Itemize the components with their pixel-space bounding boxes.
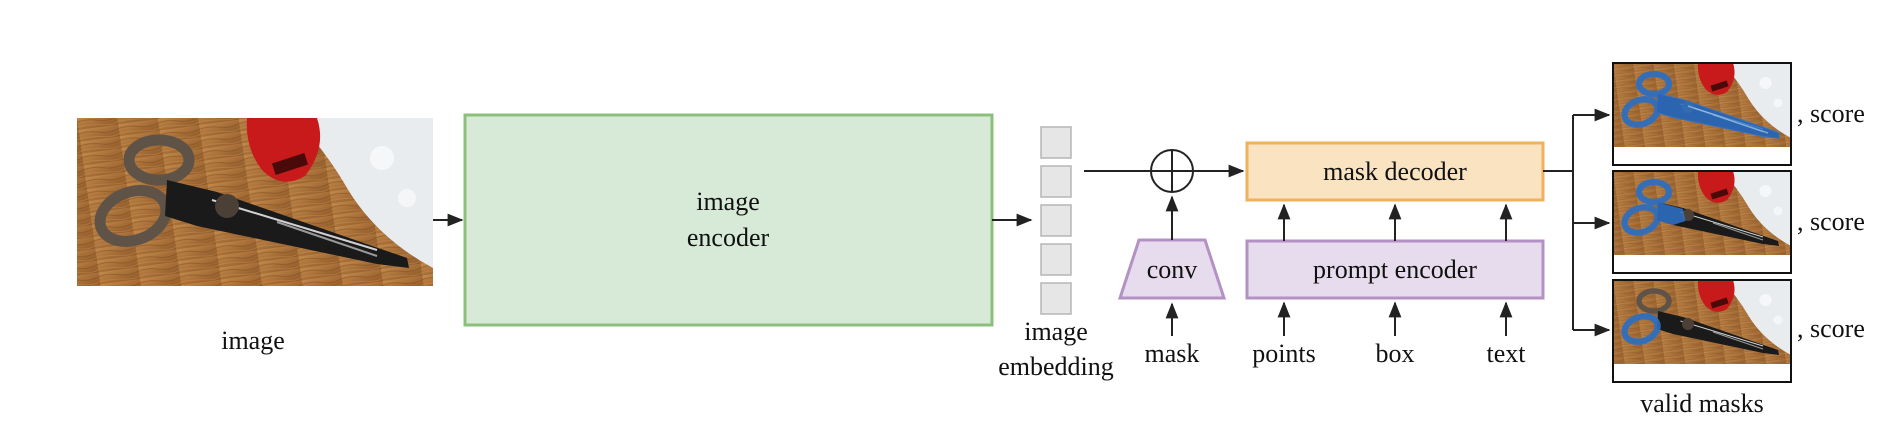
mask-decoder-label: mask decoder xyxy=(1323,157,1467,186)
image-embedding-stack xyxy=(1040,126,1072,315)
embedding-label-1: image xyxy=(1024,317,1088,346)
output-mask-2 xyxy=(1612,170,1792,274)
text-label: text xyxy=(1487,339,1527,368)
points-label: points xyxy=(1252,339,1316,368)
output-mask-1 xyxy=(1612,62,1792,166)
score-label-3: , score xyxy=(1797,314,1865,343)
score-label-2: , score xyxy=(1797,207,1865,236)
box-label: box xyxy=(1376,339,1415,368)
valid-masks-label: valid masks xyxy=(1640,389,1764,418)
input-image-label: image xyxy=(221,326,285,355)
prompt-encoder-label: prompt encoder xyxy=(1313,255,1477,284)
circle-plus-icon xyxy=(1150,149,1194,193)
image-encoder-label-1: image xyxy=(696,187,760,216)
embedding-label-2: embedding xyxy=(998,352,1114,381)
input-image xyxy=(77,118,433,286)
image-encoder-label-2: encoder xyxy=(687,223,770,252)
score-label-1: , score xyxy=(1797,99,1865,128)
mask-input-label: mask xyxy=(1145,339,1200,368)
image-encoder-block xyxy=(463,113,994,327)
output-mask-3 xyxy=(1612,279,1792,383)
conv-label: conv xyxy=(1147,255,1198,284)
mask-decoder-block xyxy=(1245,141,1545,202)
conv-block xyxy=(1117,238,1227,300)
